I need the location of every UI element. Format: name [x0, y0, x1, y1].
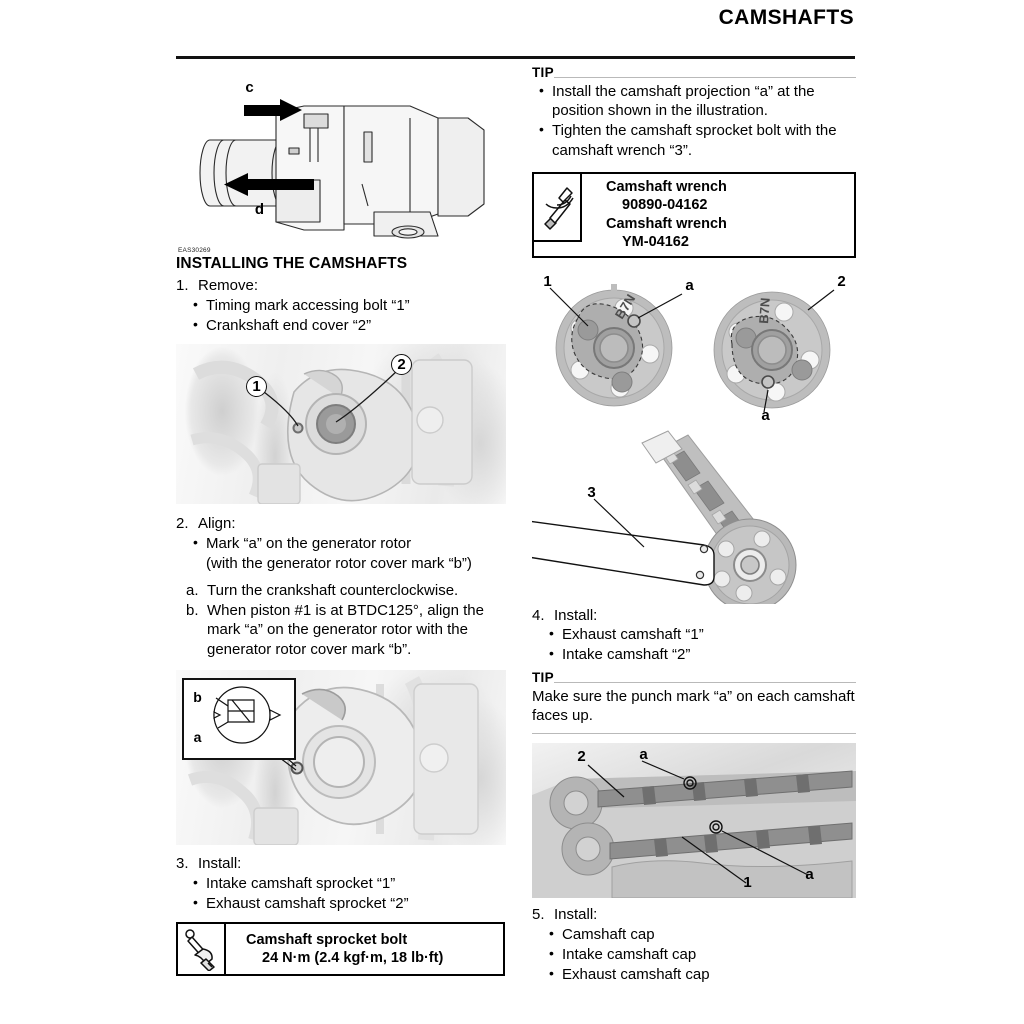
step-5-bullet-2: Exhaust camshaft cap: [542, 964, 856, 985]
step-1-bullet-0: Timing mark accessing bolt “1”: [186, 295, 506, 316]
step-2-sub-a-letter: a.: [186, 581, 199, 599]
section-title: INSTALLING THE CAMSHAFTS: [176, 255, 408, 272]
camshaft-sprockets-figure: B7N: [532, 269, 856, 425]
step-4: 4. Install:: [532, 606, 856, 626]
tip-2-text: Make sure the punch mark “a” on each cam…: [532, 687, 855, 725]
step-5-bullet-0: Camshaft cap: [542, 924, 856, 945]
tool-line-3: YM-04162: [622, 234, 689, 251]
torque-wrench-icon: [178, 924, 226, 975]
rotor-alignment-mark-photo: b a: [176, 669, 506, 845]
tip-2-closing-rule: [532, 733, 856, 735]
header-rule: [176, 56, 855, 59]
wrench-callout-3: 3: [587, 483, 596, 501]
right-column: TIP Install the camshaft projection “a” …: [527, 66, 856, 985]
head-callout-1: 1: [743, 874, 752, 892]
torque-spec-text: Camshaft sprocket bolt 24 N·m (2.4 kgf·m…: [226, 924, 503, 974]
sprockets-svg: B7N: [549, 283, 835, 412]
left-column: c d EAS30269 INSTALLING THE CAMSHAFTS 1.…: [176, 66, 506, 977]
step-2-sub-b-text: When piston #1 is at BTDC125°, align the…: [207, 601, 484, 659]
step-2-sub-a-text: Turn the crankshaft counterclockwise.: [207, 581, 459, 599]
sprocket-callout-1: 1: [543, 272, 552, 290]
cylinder-head-camshafts-photo: 2 a 1 a: [532, 743, 856, 899]
head-callout-2: 2: [577, 748, 586, 766]
step-1: 1. Remove:: [176, 276, 506, 296]
step-1-label: Remove:: [198, 277, 259, 294]
step-4-bullet-0: Exhaust camshaft “1”: [542, 624, 856, 645]
inset-label-a: a: [193, 729, 202, 746]
special-tool-text: Camshaft wrench 90890-04162 Camshaft wre…: [582, 174, 854, 256]
torque-wrench-glyph: [185, 929, 215, 972]
sprocket-callout-a-right: a: [761, 406, 770, 424]
tip-2-rule: [553, 681, 856, 683]
head-callout-a-top: a: [639, 746, 648, 764]
torque-spec-box: Camshaft sprocket bolt 24 N·m (2.4 kgf·m…: [176, 922, 505, 977]
cylinder-head-svg: [532, 760, 856, 899]
tip-2-header: TIP: [532, 671, 856, 685]
tip-1-header: TIP: [532, 66, 856, 80]
document-code: EAS30269: [178, 247, 211, 254]
tool-line-1: 90890-04162: [622, 197, 708, 214]
step-2-bullet-0: Mark “a” on the generator rotor: [186, 533, 506, 554]
step-3: 3. Install:: [176, 854, 506, 874]
tip-1-bullet-1: Tighten the camshaft sprocket bolt with …: [532, 120, 856, 161]
step-3-bullet-0: Intake camshaft sprocket “1”: [186, 873, 506, 894]
step-3-bullet-1: Exhaust camshaft sprocket “2”: [186, 893, 506, 914]
direction-arrow-d: [224, 173, 314, 196]
camshaft-end-direction-figure: c d: [176, 72, 506, 247]
step-2-sub-a: a. Turn the crankshaft counterclockwise.: [176, 581, 506, 601]
figure-label-c: c: [245, 79, 254, 96]
direction-arrow-c: [244, 99, 302, 121]
step-4-number: 4.: [532, 606, 545, 624]
step-5-bullet-1: Intake camshaft cap: [542, 944, 856, 965]
step-2: 2. Align:: [176, 514, 506, 534]
camshaft-wrench-glyph: [544, 186, 574, 230]
tool-line-2: Camshaft wrench: [606, 215, 727, 232]
step-2-number: 2.: [176, 515, 189, 533]
special-tool-box: Camshaft wrench 90890-04162 Camshaft wre…: [532, 171, 856, 258]
step-2-label: Align:: [198, 515, 236, 533]
tip-1-rule: [553, 76, 856, 78]
step-4-bullet-1: Intake camshaft “2”: [542, 644, 856, 665]
torque-spec-line-1: 24 N·m (2.4 kgf·m, 18 lb·ft): [262, 950, 444, 967]
step-2-bullet-1: (with the generator rotor cover mark “b”…: [206, 554, 472, 572]
step-5: 5. Install:: [532, 905, 856, 925]
sprocket-callout-2: 2: [837, 272, 846, 290]
step-1-number: 1.: [176, 277, 189, 294]
step-2-sub-b: b. When piston #1 is at BTDC125°, align …: [176, 601, 506, 660]
rotor-mark-inset: b a: [182, 677, 296, 760]
tool-line-0: Camshaft wrench: [606, 178, 727, 195]
inset-label-b: b: [193, 689, 202, 706]
step-4-label: Install:: [554, 606, 598, 624]
generator-rotor-photo: 1 2: [176, 344, 506, 505]
svg-text:B7N: B7N: [756, 297, 773, 324]
step-1-bullet-1: Crankshaft end cover “2”: [186, 315, 506, 336]
camshaft-wrench-in-use-figure: 3: [527, 428, 856, 612]
photo-callout-2: 2: [391, 354, 412, 376]
direction-figure-svg: [199, 99, 485, 239]
step-5-label: Install:: [554, 906, 598, 924]
rotor-mark-photo-svg: [187, 676, 479, 845]
wrench-in-use-svg: [527, 430, 797, 612]
page-title: CAMSHAFTS: [718, 6, 854, 29]
head-callout-a-bottom: a: [805, 866, 814, 884]
generator-rotor-photo-svg: [190, 353, 473, 505]
sprocket-callout-a-left: a: [685, 276, 694, 294]
step-2-sub-b-letter: b.: [186, 601, 199, 619]
camshaft-wrench-icon: [534, 173, 582, 242]
step-3-label: Install:: [198, 854, 242, 872]
tip-1-bullet-0: Install the camshaft projection “a” at t…: [532, 81, 856, 122]
figure-label-d: d: [254, 201, 265, 218]
tip-2-label: TIP: [532, 670, 554, 686]
step-5-number: 5.: [532, 906, 545, 924]
tip-1-label: TIP: [532, 65, 554, 80]
photo-callout-1: 1: [246, 376, 267, 398]
step-3-number: 3.: [176, 854, 189, 872]
torque-spec-line-0: Camshaft sprocket bolt: [246, 931, 408, 948]
rotor-mark-inset-svg: [213, 686, 282, 744]
